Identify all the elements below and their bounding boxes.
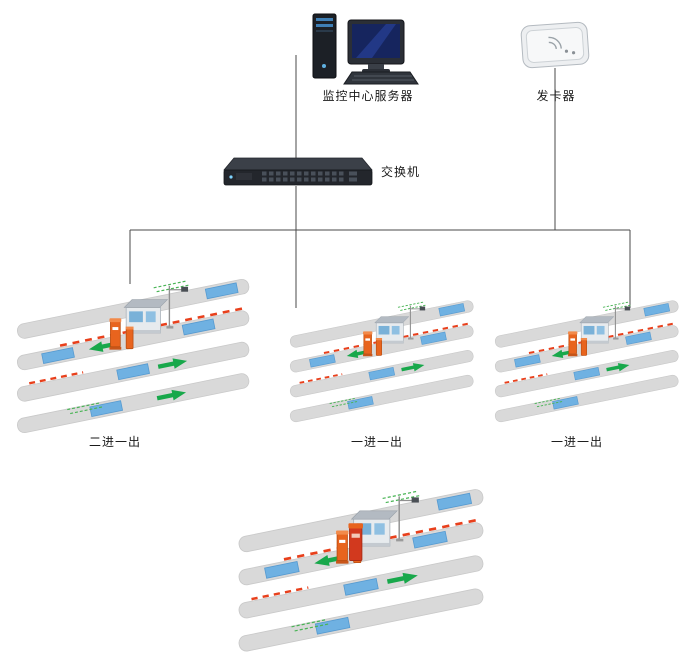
switch-device	[223, 157, 373, 186]
card-issuer-device	[520, 21, 590, 69]
control-cabinet	[348, 523, 363, 561]
switch-label: 交换机	[381, 165, 421, 179]
server-tower	[312, 13, 337, 79]
server-keyboard	[343, 71, 419, 85]
lane3-label: 一进一出	[550, 435, 603, 449]
gate-scene-one-in-one-out-a	[283, 298, 485, 430]
card-issuer-label: 发卡器	[536, 89, 576, 103]
antenna-icon	[548, 36, 562, 50]
lane1-label: 二进一出	[88, 435, 141, 449]
extra-entry-arrow	[156, 389, 187, 401]
connector-lines	[129, 55, 631, 308]
gate-scene-two-in-one-out	[8, 276, 264, 443]
switch-ports	[262, 171, 357, 182]
server-monitor	[347, 19, 405, 73]
gate-scene-one-in-one-out-b	[488, 298, 690, 430]
gate-scene-bottom	[226, 486, 502, 662]
server-label: 监控中心服务器	[322, 89, 414, 103]
lane2-label: 一进一出	[350, 435, 403, 449]
server-illustration	[312, 13, 419, 85]
